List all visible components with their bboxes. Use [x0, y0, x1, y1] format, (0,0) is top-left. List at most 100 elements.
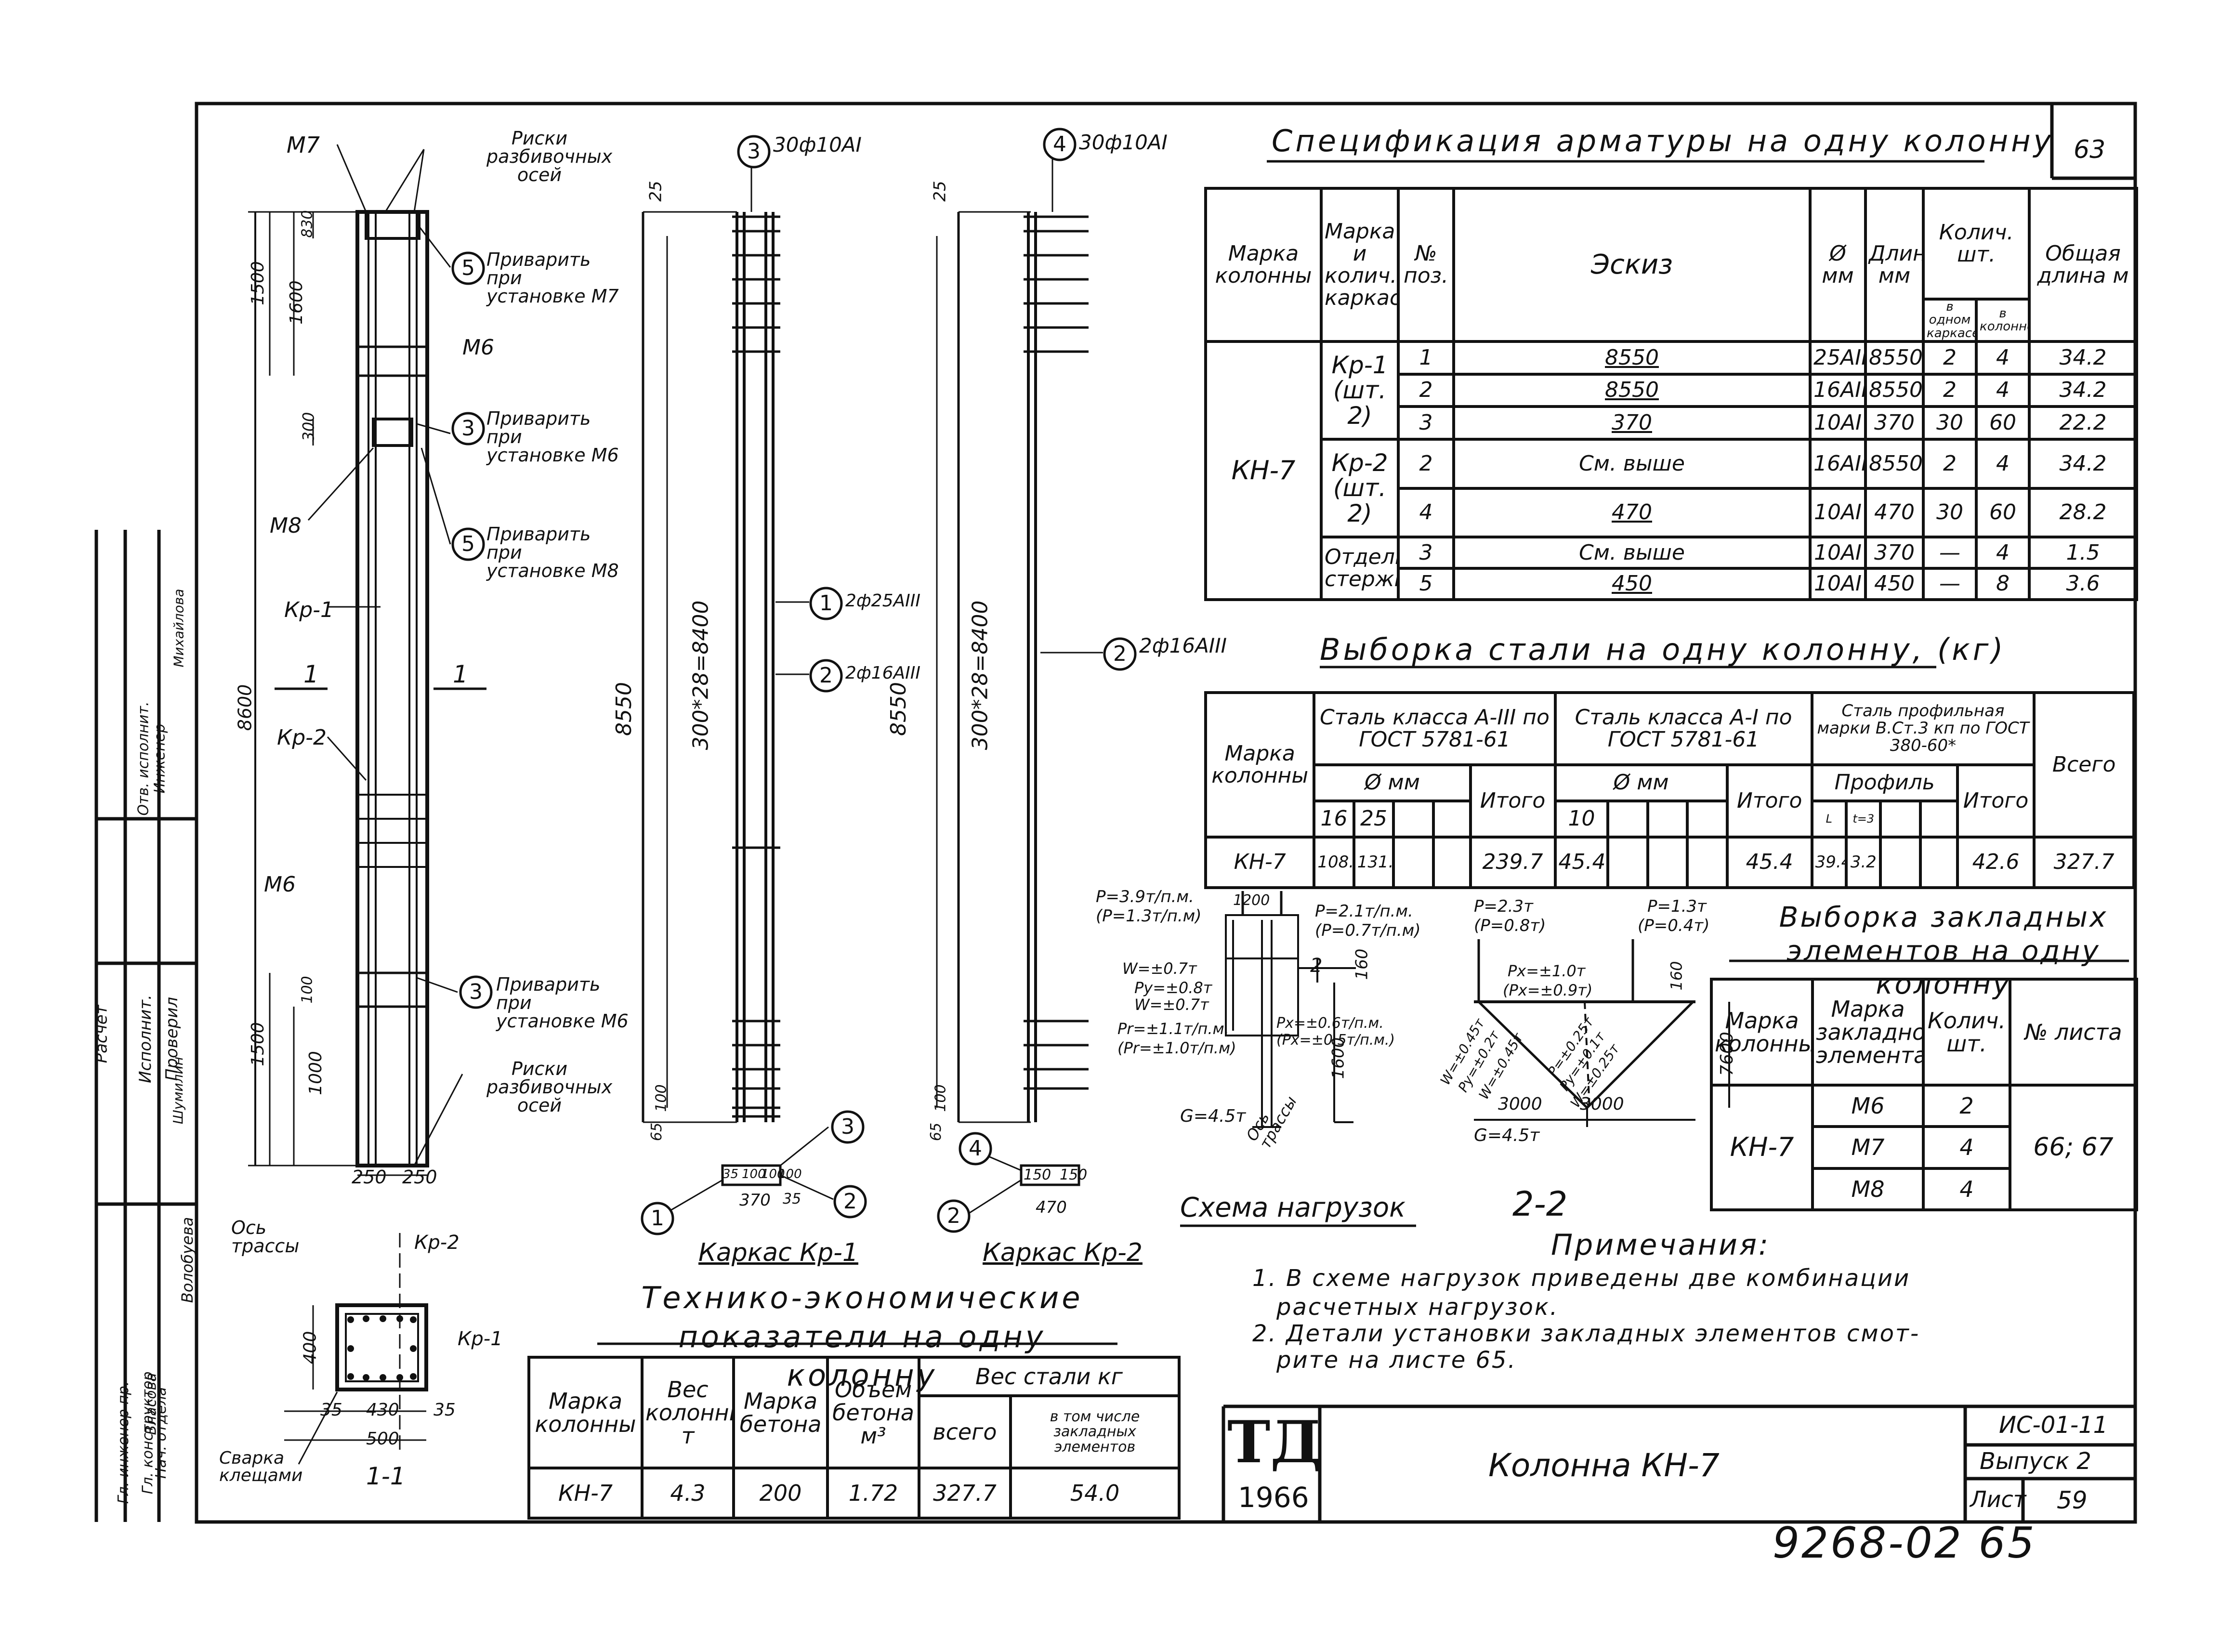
spec-h-total: Общая длина м	[2028, 187, 2139, 343]
callout-5-low	[451, 527, 485, 561]
load-g1: G=4.5т	[1180, 1106, 1246, 1126]
load-p3: P=2.3т	[1474, 897, 1533, 916]
dim-8600: 8600	[234, 684, 256, 731]
load-p4b: (P=0.4т)	[1638, 916, 1710, 935]
spec-table: Марка колонны Марка и колич. каркасов № …	[1204, 187, 2139, 602]
spec-column: КН-7	[1204, 340, 1323, 602]
label-kr2-sec: Кр-2	[414, 1232, 460, 1254]
strip-t7: Отв. исполнит.	[135, 701, 152, 816]
label-sec-2: 2	[1310, 955, 1323, 977]
dim-300: 300	[299, 412, 318, 442]
load-scheme	[1225, 891, 1730, 1128]
callout-5b-text: 5	[461, 532, 475, 556]
callout-4-kr2-text: 4	[1053, 132, 1066, 157]
dim-250-left: 250	[352, 1167, 387, 1188]
spec-h-marka: Марка колонны	[1204, 187, 1323, 343]
stamp-year: 1966	[1238, 1481, 1309, 1514]
vyborka-title: Выборка стали на одну колонну, (кг)	[1320, 632, 2006, 667]
dim-500: 500	[366, 1429, 399, 1449]
spec-h-qty-col: в колонне	[1974, 298, 2031, 343]
notes-title: Примечания:	[1551, 1228, 1771, 1262]
callout-3b-text: 3	[469, 980, 483, 1004]
load-px3: Px=±1.0т	[1508, 962, 1586, 980]
load-w2: W=±0.7т	[1134, 996, 1209, 1014]
label-riski-bottom: Риски разбивочных осей	[486, 1058, 613, 1116]
callout-1-kr1-sec	[641, 1202, 674, 1235]
load-p4: P=1.3т	[1647, 897, 1707, 916]
spec-h-karkas: Марка и колич. каркасов	[1320, 187, 1400, 343]
load-px2: (Px=±0.5т/п.м.)	[1276, 1032, 1395, 1049]
callout-1-sec-text: 1	[651, 1206, 664, 1231]
label-riski-top: Риски разбивочных осей	[486, 128, 613, 185]
callout-3-kr1-sec	[831, 1110, 865, 1144]
spec-title: Спецификация арматуры на одну колонну	[1272, 123, 2054, 158]
stamp-issue: Выпуск 2	[1980, 1448, 2091, 1475]
dim-430: 430	[366, 1400, 399, 1420]
callout-4-kr2	[1043, 128, 1077, 161]
sheet-number: 63	[2074, 135, 2106, 164]
spec-h-eskiz: Эскиз	[1452, 187, 1812, 343]
spec-group-separate: Отдельные стержни	[1320, 536, 1400, 601]
label-weld-m6: Приварить при установке М6	[486, 408, 619, 466]
label-os-trassy: Ось трассы	[231, 1217, 300, 1257]
dim-100: 100	[299, 976, 316, 1004]
dim-kr2-150b: 150	[1060, 1167, 1088, 1183]
dim-1200: 1200	[1233, 892, 1270, 909]
load-w1: W=±0.7т	[1122, 959, 1197, 978]
strip-n4: Шумилин	[170, 1056, 186, 1125]
load-g2: G=4.5т	[1474, 1126, 1540, 1145]
dim-kr1-100a: 100	[742, 1167, 766, 1181]
dim-65-kr1: 65	[648, 1122, 666, 1141]
section-title-1-1: 1-1	[366, 1462, 406, 1490]
strip-t2: Исполнит.	[135, 995, 155, 1083]
load-pr1: Pr=±1.1т/п.м.	[1117, 1020, 1229, 1038]
dim-kr1-35b: 35	[783, 1191, 801, 1207]
spec-h-qty-one: в одном каркасе	[1922, 298, 1978, 343]
callout-3-kr1-text: 3	[747, 139, 761, 164]
spec-group-kr2: Кр-2(шт. 2)	[1320, 438, 1400, 539]
dim-3000-a: 3000	[1498, 1094, 1542, 1114]
title-load-scheme: Схема нагрузок	[1180, 1192, 1406, 1223]
dim-8550-kr1: 8550	[611, 682, 636, 736]
section-mark-1-left: 1	[303, 660, 319, 688]
strip-t4: Гл. инженер пр.	[115, 1381, 132, 1504]
dim-1000: 1000	[305, 1051, 326, 1095]
load-py1: Py=±0.8т	[1134, 979, 1212, 997]
callout-3-sec-text: 3	[841, 1114, 854, 1139]
note-2b: рите на листе 65.	[1276, 1347, 1517, 1374]
callout-3-mid	[451, 412, 485, 446]
label-bars-kr1: 30ф10АI	[773, 133, 862, 157]
callout-3-kr1	[737, 135, 771, 169]
callout-3-bottom	[459, 975, 493, 1009]
spec-group-kr1: Кр-1(шт. 2)	[1320, 340, 1400, 441]
label-weld-m8: Приварить при установке М8	[486, 524, 619, 581]
dim-kr1-370: 370	[739, 1191, 771, 1210]
label-kr1-sec: Кр-1	[458, 1328, 503, 1350]
load-p1b: (P=1.3т/п.м)	[1096, 906, 1202, 926]
load-px4: (Px=±0.9т)	[1503, 981, 1593, 999]
load-p3b: (P=0.8т)	[1474, 916, 1546, 935]
label-weld-m6-bottom: Приварить при установке М6	[496, 974, 629, 1032]
label-kr1: Кр-1	[284, 598, 334, 622]
label-weld-m7: Приварить при установке М7	[486, 249, 619, 307]
dim-kr2-470: 470	[1036, 1198, 1067, 1217]
title-karkas-kr1: Каркас Кр-1	[698, 1238, 858, 1267]
callout-2-text: 2	[819, 663, 833, 688]
callout-4-kr2-sec	[959, 1132, 992, 1166]
callout-4-sec-text: 4	[969, 1136, 982, 1161]
dim-65-kr2: 65	[928, 1122, 945, 1141]
callout-2-kr1	[809, 659, 843, 693]
dim-35-left: 35	[320, 1400, 342, 1420]
note-1a: 1. В схеме нагрузок приведены две комбин…	[1252, 1265, 1911, 1292]
strip-n2: Власова	[143, 1373, 160, 1435]
dim-100-kr1: 100	[653, 1084, 670, 1112]
callout-5-top	[451, 251, 485, 285]
callout-2-kr1-sec	[833, 1185, 867, 1219]
dim-250-right: 250	[402, 1167, 437, 1188]
spec-h-len: Длина мм	[1864, 187, 1925, 343]
stamp-logo: ТД	[1227, 1408, 1322, 1476]
vyborka-table: Марка колонны Сталь класса А-III по ГОСТ…	[1204, 691, 2135, 889]
dim-3000-b: 3000	[1580, 1094, 1624, 1114]
